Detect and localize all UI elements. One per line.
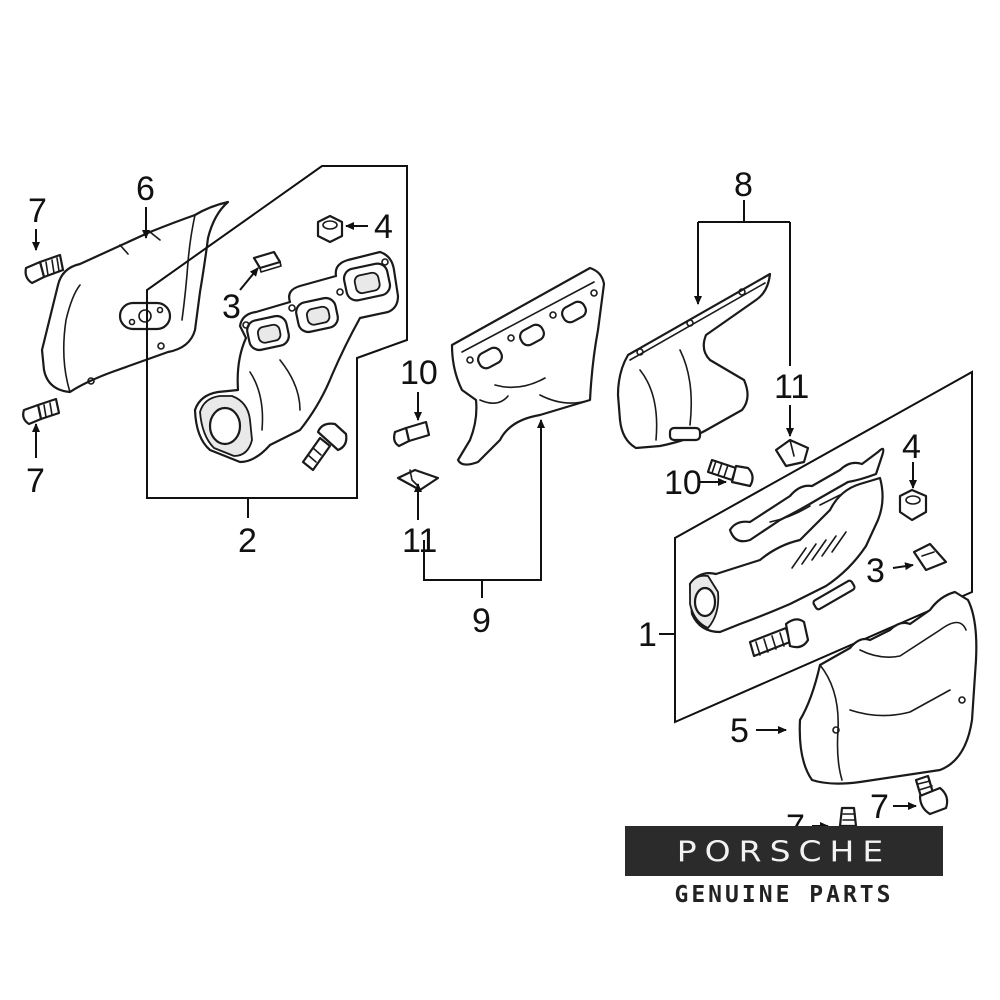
bolt-part-7-right[interactable]: [914, 774, 949, 816]
callout-3-right: 3: [866, 552, 885, 590]
nut-part-4-right[interactable]: [898, 488, 928, 522]
assembly-frame-part-1: [674, 370, 973, 724]
assembly-frame-part-2: [146, 165, 408, 499]
callout-11-right: 11: [774, 368, 809, 406]
manifold-bolt-right[interactable]: [748, 618, 810, 658]
bolt-part-7-partial[interactable]: [838, 806, 858, 828]
callout-6: 6: [136, 170, 155, 208]
callout-7-top-left: 7: [28, 192, 47, 230]
bolt-part-7-top-left[interactable]: [24, 253, 65, 285]
callout-9: 9: [472, 602, 491, 640]
leader-lines: [32, 200, 917, 830]
callout-7-bottom-left: 7: [26, 462, 45, 500]
callout-1: 1: [638, 616, 657, 654]
heat-shield-part-5[interactable]: [798, 590, 978, 785]
callout-5: 5: [730, 712, 749, 750]
callout-2: 2: [238, 522, 257, 560]
callout-7-right: 7: [870, 788, 889, 826]
heat-shield-part-9[interactable]: [450, 266, 606, 466]
gasket-part-3-left[interactable]: [252, 250, 282, 273]
callout-8: 8: [734, 166, 753, 204]
exhaust-manifold-part-1[interactable]: [688, 447, 885, 634]
exhaust-manifold-part-2[interactable]: [193, 250, 400, 464]
callout-11-left: 11: [402, 522, 437, 560]
bolt-part-10-right[interactable]: [706, 458, 754, 488]
manifold-bolt-left[interactable]: [301, 422, 348, 472]
callout-10-left: 10: [400, 354, 438, 392]
heat-shield-part-8[interactable]: [616, 272, 772, 450]
bolt-part-7-bottom-left[interactable]: [22, 397, 61, 426]
callout-10-right: 10: [664, 464, 702, 502]
brand-wordmark: PORSCHE: [676, 834, 892, 868]
clip-part-11-right[interactable]: [774, 438, 810, 468]
brand-wordmark-bar: PORSCHE: [625, 826, 943, 876]
bolt-part-10-left[interactable]: [393, 420, 431, 448]
heat-shield-part-6[interactable]: [40, 200, 230, 394]
callout-4-left: 4: [374, 208, 393, 246]
callout-3-left: 3: [222, 288, 241, 326]
brand-logo: PORSCHE GENUINE PARTS: [625, 826, 943, 912]
nut-part-4-left[interactable]: [316, 214, 344, 244]
gasket-part-3-right[interactable]: [912, 542, 948, 572]
brand-tagline: GENUINE PARTS: [674, 882, 894, 908]
callout-4-right: 4: [902, 428, 921, 466]
